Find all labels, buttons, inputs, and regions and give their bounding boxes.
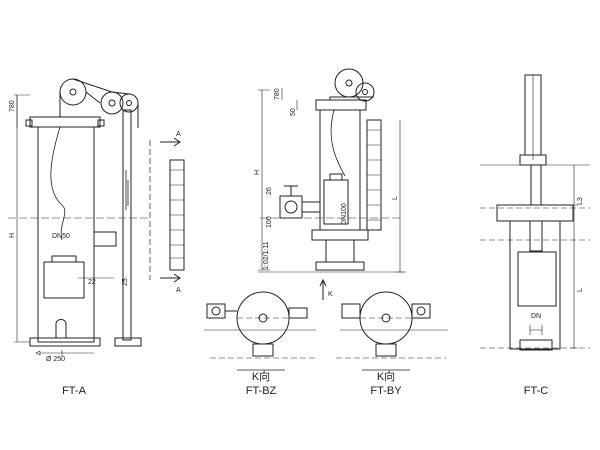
- ft-bz-view-label: K向: [252, 369, 270, 383]
- ft-center-dim-780: 780: [274, 88, 281, 100]
- ft-center-dim-l: L: [392, 196, 399, 200]
- ft-c-dim-l: L: [577, 288, 584, 292]
- ft-by-right-bracket: [411, 303, 431, 319]
- ft-center-pulley-small: [355, 82, 375, 102]
- ft-a-dim-780: 780: [9, 100, 16, 112]
- ft-center-dim-dn100: DN100: [341, 203, 348, 225]
- ft-bz-housing: [236, 291, 290, 345]
- ft-center-dim-100: 100: [266, 216, 273, 228]
- ft-a-float: [43, 261, 85, 299]
- ft-center-dim-rev: 1:02/1:11: [263, 241, 270, 270]
- ft-a-dim-25: 25: [122, 278, 129, 286]
- ft-bz-left-bracket: [206, 303, 226, 319]
- ft-by-caption: FT-BY: [370, 385, 402, 397]
- ft-by-housing: [359, 291, 413, 345]
- ft-by-stem: [375, 343, 397, 357]
- ft-center-pulley: [334, 68, 364, 98]
- ft-center-k-label: K: [328, 291, 333, 298]
- ft-center-float: [323, 179, 349, 225]
- ft-center-dim-h: H: [254, 170, 261, 175]
- ft-c-dim-l3: L3: [577, 197, 584, 205]
- ft-center-dim-26: 26: [266, 187, 273, 195]
- ft-center-top-flange: [315, 99, 367, 111]
- ft-center-body: [319, 109, 361, 231]
- ft-by-drawing: [336, 291, 448, 371]
- ft-a-dim-22: 22: [88, 279, 96, 286]
- ft-by-view-label: K向: [377, 369, 395, 383]
- ft-bz-drawing: [204, 291, 318, 371]
- ft-bz-caption: FT-BZ: [246, 385, 277, 397]
- ft-a-dim-phi250: Ø 250: [46, 356, 65, 363]
- ft-c-flange: [496, 204, 574, 222]
- ft-a-drawing: [8, 78, 185, 356]
- ft-c-caption: FT-C: [524, 385, 548, 397]
- ft-a-section-arrow-bottom: [160, 273, 181, 283]
- ft-a-section-label-bottom: A: [176, 287, 181, 294]
- ft-a-dim-h: H: [9, 233, 16, 238]
- ft-c-drawing: [480, 74, 590, 351]
- ft-a-dim-dn50: DN50: [52, 233, 70, 240]
- ft-a-inlet: [93, 231, 117, 247]
- ft-center-valve: [279, 195, 303, 219]
- ft-a-pulley-top: [59, 78, 87, 106]
- ft-a-indicator-pole: [122, 109, 132, 341]
- ft-center-dim-50: 50: [290, 108, 297, 116]
- ft-c-float: [517, 251, 557, 307]
- ft-a-caption: FT-A: [62, 385, 86, 397]
- ft-center-base: [311, 229, 369, 241]
- ft-c-dim-dn: DN: [531, 313, 541, 320]
- ft-center-drawing: [258, 68, 406, 300]
- ft-bz-stem: [252, 343, 274, 357]
- ft-a-section-arrow-top: [160, 137, 181, 147]
- ft-center-k-arrow: [319, 278, 327, 300]
- ft-a-section-label-top: A: [176, 131, 181, 138]
- ft-a-top-flange: [29, 116, 101, 128]
